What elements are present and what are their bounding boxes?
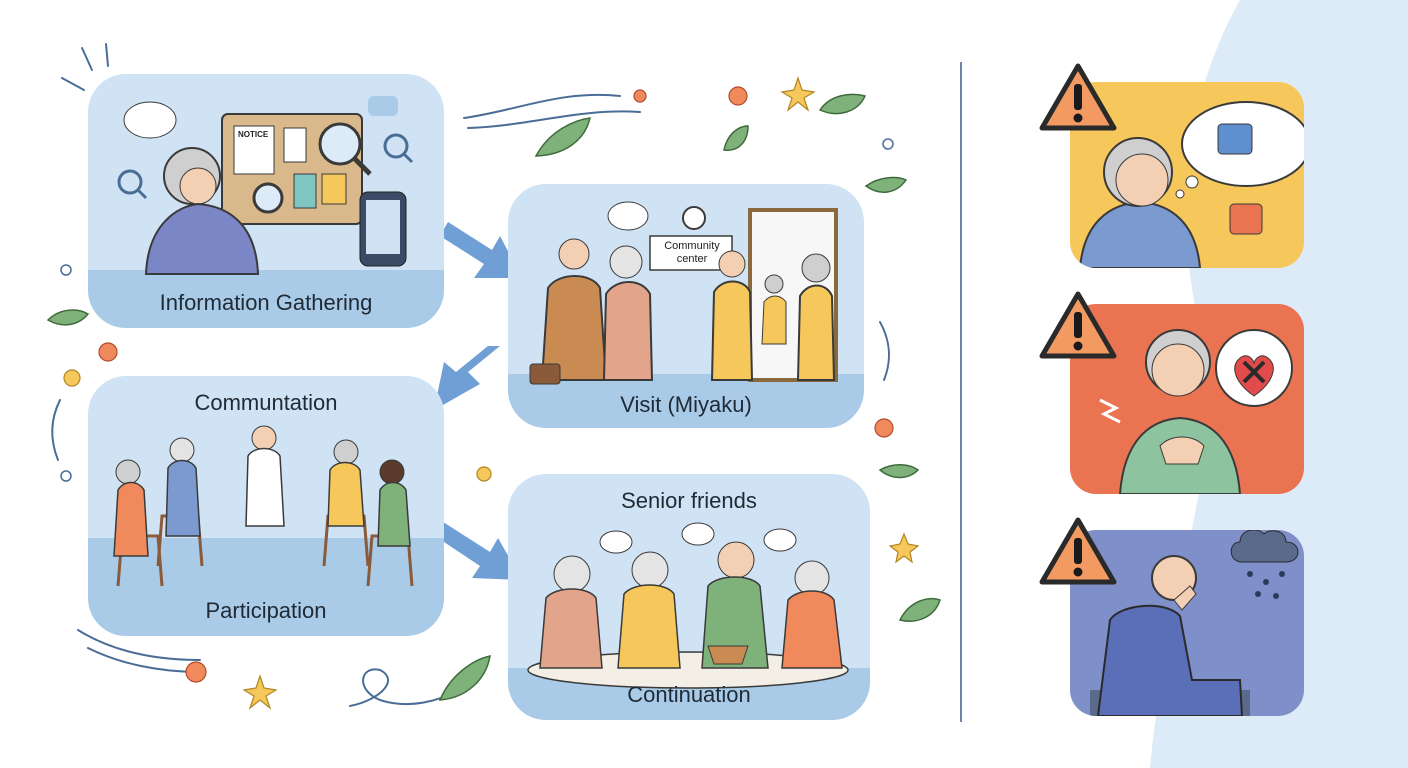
step-label: Participation <box>205 598 327 623</box>
step-information-gathering: NOTICE Information Gathering <box>88 74 444 328</box>
arrow-3 <box>432 520 522 580</box>
step-continuation: Senior friends Continuation <box>508 474 870 720</box>
senior-friends-illustration <box>527 522 849 689</box>
step-label-top: Senior friends <box>621 488 757 513</box>
warning-icon <box>1039 291 1117 359</box>
warning-card-depression <box>1070 530 1304 716</box>
step-label: Visit (Miyaku) <box>620 392 752 417</box>
step-label: Continuation <box>627 682 751 707</box>
warning-card-cognitive <box>1070 82 1304 268</box>
heart-problem-illustration <box>1099 329 1293 494</box>
decorations <box>46 43 941 710</box>
community-center-sign: Community center <box>664 240 720 265</box>
warning-icon <box>1039 517 1117 585</box>
step-visit: Community center Visit (Miyaku) <box>508 184 864 428</box>
step-label-top: Communtation <box>194 390 338 415</box>
arrow-1 <box>440 222 522 278</box>
divider <box>960 62 962 722</box>
notice-text: NOTICE <box>238 130 269 139</box>
step-label: Information Gathering <box>159 290 373 315</box>
depression-illustration <box>1090 530 1299 716</box>
warning-card-heart <box>1070 304 1304 494</box>
step-participation: Communtation Participation <box>88 376 444 636</box>
group-circle-illustration <box>113 425 414 587</box>
warning-icon <box>1039 63 1117 131</box>
arrow-2 <box>434 346 500 410</box>
cognitive-decline-illustration <box>1078 101 1304 268</box>
visit-illustration <box>529 201 838 385</box>
flow-arrows <box>432 222 522 580</box>
notice-board-illustration <box>117 96 414 275</box>
